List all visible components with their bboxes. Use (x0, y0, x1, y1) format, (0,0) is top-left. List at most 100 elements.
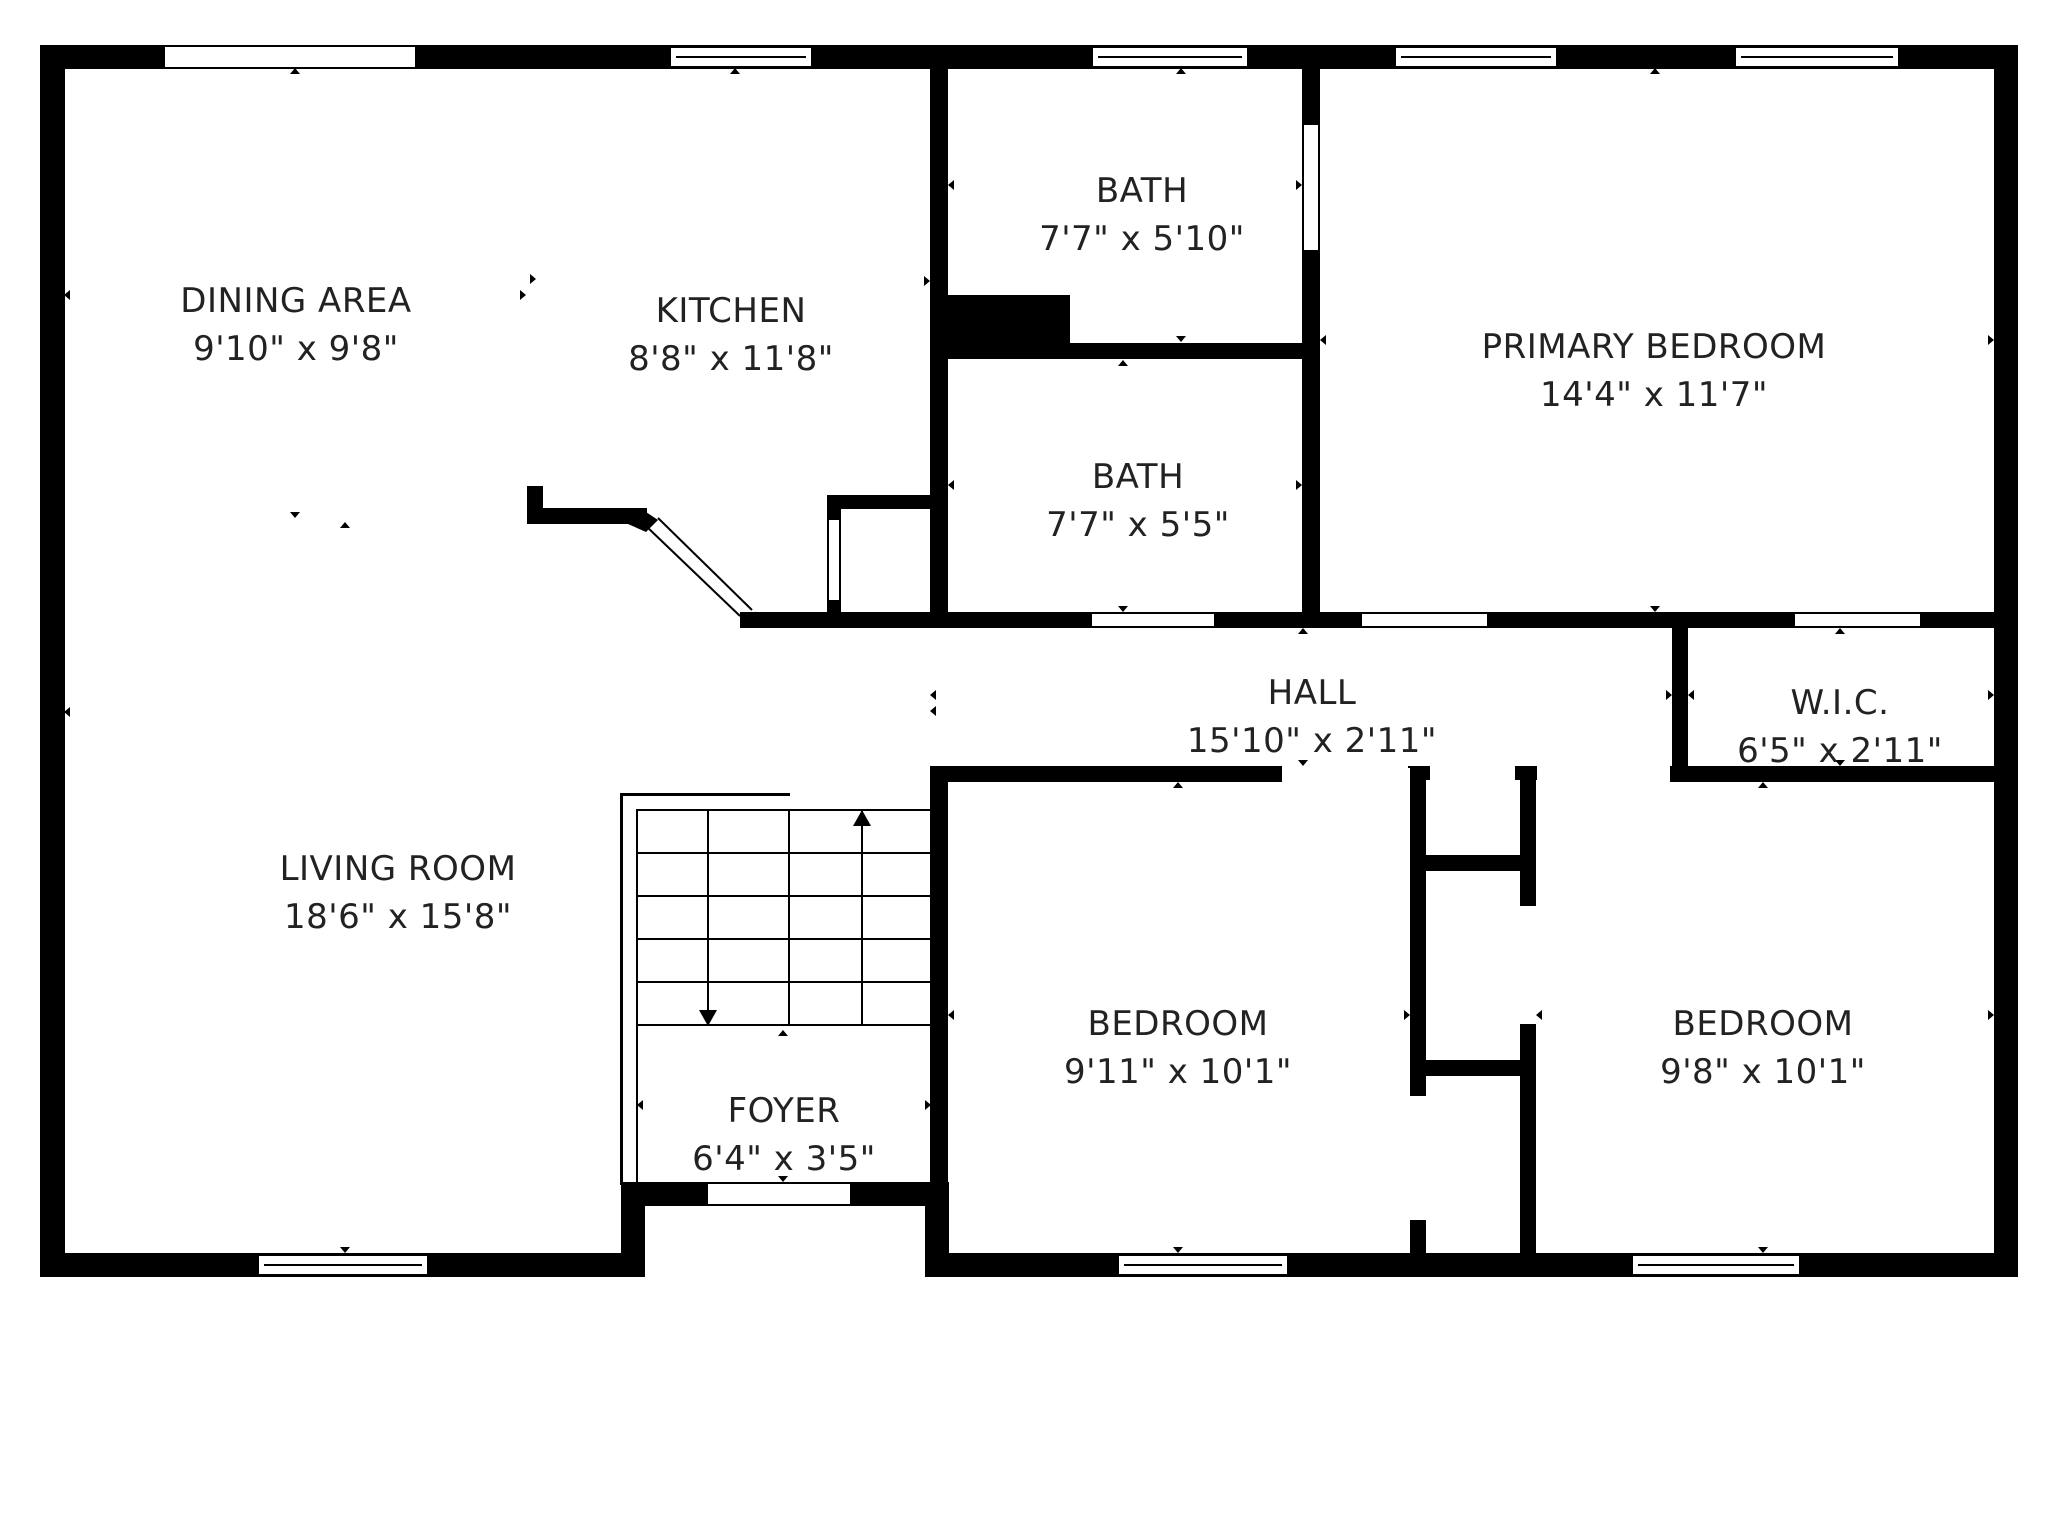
room-dims-bedroom-2: 9'8" x 10'1" (1660, 1052, 1866, 1092)
hall-south-wall-right (1670, 766, 2018, 782)
room-name-kitchen: KITCHEN (656, 291, 807, 331)
wic-door (1795, 614, 1920, 626)
stair-rail-left (620, 793, 623, 1185)
tick-bath2-bottom (1118, 606, 1128, 612)
tick-bath1-bottom (1176, 336, 1186, 342)
room-name-bedroom-2: BEDROOM (1673, 1004, 1854, 1044)
room-name-bath-2: BATH (1092, 457, 1184, 497)
tick-bedroom1-right (1404, 1010, 1410, 1020)
tick-bedroom2-top (1758, 782, 1768, 788)
tick-hall-bottom (1298, 760, 1308, 766)
room-name-primary-bedroom: PRIMARY BEDROOM (1482, 327, 1827, 367)
outer-wall-left (40, 45, 65, 1277)
tick-foyer-left (637, 1100, 643, 1110)
bath1-side-door (1304, 125, 1318, 250)
room-dims-foyer: 6'4" x 3'5" (692, 1139, 876, 1179)
room-labels: DINING AREA 9'10" x 9'8" KITCHEN 8'8" x … (180, 171, 1943, 1179)
closet-door-right (1522, 906, 1534, 1024)
tick-bedroom2-bottom (1758, 1247, 1768, 1253)
room-dims-living-room: 18'6" x 15'8" (284, 897, 512, 937)
closet-wall-left-lower (1410, 1220, 1426, 1277)
tick-bedroom1-bottom (1173, 1247, 1183, 1253)
tick-wic-left (1688, 690, 1694, 700)
stair-core (636, 809, 790, 1026)
room-name-foyer: FOYER (728, 1091, 841, 1131)
peninsula-corner (628, 508, 658, 532)
room-dims-kitchen: 8'8" x 11'8" (628, 339, 834, 379)
tick-wic-top (1835, 628, 1845, 634)
arrow-down-icon (699, 1010, 717, 1026)
pantry-wall-top (827, 495, 947, 509)
peninsula-counter (527, 508, 647, 524)
tick-living-left (64, 707, 70, 717)
tick-kitchen-top (730, 68, 740, 74)
room-dims-dining: 9'10" x 9'8" (193, 329, 399, 369)
plumbing-chase (930, 295, 1070, 359)
room-dims-bath-1: 7'7" x 5'10" (1039, 219, 1245, 259)
closet-shelf-upper (1410, 855, 1536, 871)
outer-wall-bottom-right (925, 1253, 2018, 1277)
tick-dining-top (290, 68, 300, 74)
tick-kitchen-left-2 (530, 274, 536, 284)
bedroom1-west-wall (930, 766, 948, 1277)
arrow-up-icon (853, 810, 871, 826)
angled-opening-wall-end (740, 612, 760, 628)
closet-wall-right-lower (1520, 1024, 1536, 1277)
dining-opening (165, 47, 415, 67)
tick-hall-left (930, 690, 936, 700)
stair-core-right (788, 809, 932, 1026)
dimension-ticks (64, 68, 1994, 1253)
angled-opening-edge-1 (645, 525, 741, 617)
wic-west-wall (1672, 612, 1688, 782)
tick-living-bottom (340, 1247, 350, 1253)
tick-primary-bottom (1650, 606, 1660, 612)
closet-shelf-lower (1410, 1060, 1536, 1076)
room-name-dining: DINING AREA (180, 281, 411, 321)
tick-wic-bottom (1835, 760, 1845, 766)
tick-bath2-right (1296, 480, 1302, 490)
closet-wall-left-upper (1410, 766, 1426, 1096)
tick-foyer-bottom (778, 1176, 788, 1182)
tick-living-mid-2 (340, 522, 350, 528)
tick-dining-left (64, 290, 70, 300)
tick-bedroom1-top (1173, 782, 1183, 788)
tick-kitchen-left-1 (520, 290, 526, 300)
tick-bath1-right (1296, 180, 1302, 190)
walls (40, 45, 2018, 1277)
bedroom1-hall-door (1282, 768, 1410, 780)
room-name-living-room: LIVING ROOM (280, 849, 517, 889)
pantry-door (829, 520, 839, 600)
tick-primary-right (1988, 335, 1994, 345)
tick-hall-left-2 (930, 706, 936, 716)
tick-hall-right (1666, 690, 1672, 700)
tick-living-mid-1 (290, 512, 300, 518)
room-name-bath-1: BATH (1096, 171, 1188, 211)
closet-door-left (1412, 1096, 1424, 1220)
room-dims-primary-bedroom: 14'4" x 11'7" (1540, 375, 1768, 415)
primary-door (1362, 614, 1487, 626)
room-name-hall: HALL (1268, 673, 1357, 713)
tick-bath2-top (1118, 360, 1128, 366)
tick-hall-top (1298, 628, 1308, 634)
room-dims-bath-2: 7'7" x 5'5" (1046, 505, 1230, 545)
tick-bedroom1-left (948, 1010, 954, 1020)
hall-south-wall-left (930, 766, 1282, 782)
stairs (636, 809, 932, 1185)
outer-wall-right (1994, 45, 2018, 1277)
angled-opening (645, 517, 760, 628)
tick-bath1-top (1176, 68, 1186, 74)
angled-opening-edge-2 (657, 517, 753, 611)
tick-bath1-left (948, 180, 954, 190)
room-dims-hall: 15'10" x 2'11" (1187, 721, 1437, 761)
room-dims-wic: 6'5" x 2'11" (1737, 731, 1943, 771)
room-name-bedroom-1: BEDROOM (1088, 1004, 1269, 1044)
foyer-door (708, 1184, 850, 1204)
stair-arrows (699, 810, 871, 1026)
tick-wic-right (1988, 690, 1994, 700)
tick-primary-top (1650, 68, 1660, 74)
tick-bedroom2-left (1536, 1010, 1542, 1020)
stair-rail-top (620, 793, 790, 796)
room-dims-bedroom-1: 9'11" x 10'1" (1064, 1052, 1292, 1092)
tick-primary-left (1320, 335, 1326, 345)
